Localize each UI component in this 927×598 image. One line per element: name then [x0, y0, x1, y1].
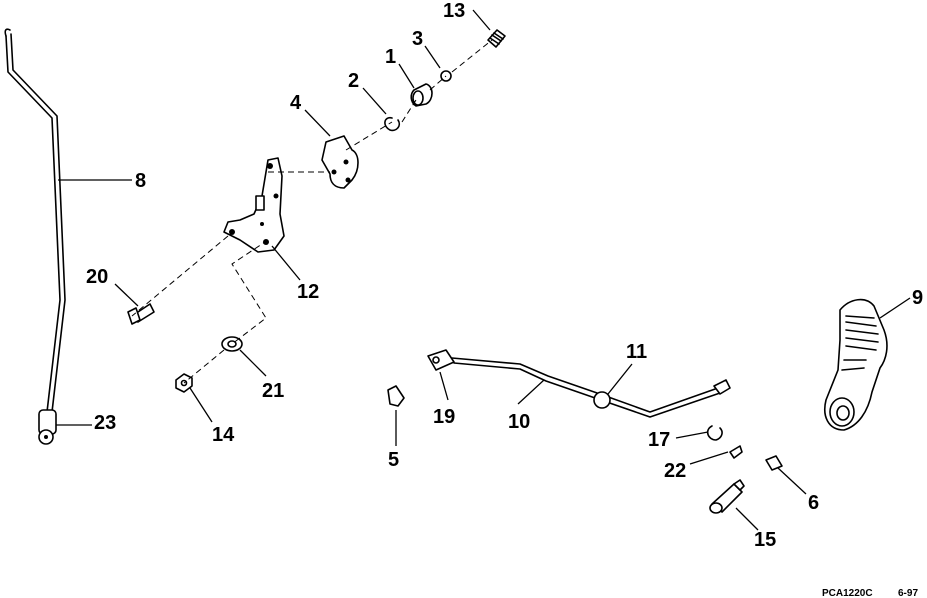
callout-1: 1: [385, 46, 396, 68]
pin-22: [729, 445, 743, 459]
e-ring-17: [706, 425, 723, 441]
callout-10: 10: [508, 411, 530, 433]
callout-21: 21: [262, 380, 284, 402]
callout-4: 4: [290, 92, 302, 114]
callout-11: 11: [626, 341, 647, 363]
callout-23: 23: [94, 412, 116, 434]
callout-17: 17: [648, 429, 670, 451]
callout-20: 20: [86, 266, 108, 288]
diagram-code: PCA1220C: [822, 588, 873, 598]
callout-15: 15: [754, 529, 776, 551]
assembly-lines: [131, 39, 493, 384]
clip-5: [387, 385, 405, 407]
shift-handle-9: [824, 298, 888, 431]
leader-lines: [56, 9, 911, 531]
cam-plate-4: [321, 135, 359, 189]
callout-labels: 13 3 1 2 4 8 12 20 21 14 23 5 19 10 11 1…: [86, 0, 923, 551]
callout-6: 6: [808, 492, 819, 514]
diagram-date: 6-97: [898, 588, 918, 598]
callout-14: 14: [212, 424, 235, 446]
grommet-11: [593, 391, 611, 409]
callout-3: 3: [412, 28, 423, 50]
callout-5: 5: [388, 449, 399, 471]
screw-13: [487, 29, 506, 48]
callout-22: 22: [664, 460, 686, 482]
callout-8: 8: [135, 170, 146, 192]
clip-2: [384, 116, 401, 132]
spring-15: [709, 479, 745, 514]
callout-13: 13: [443, 0, 465, 22]
shift-rod-10: [427, 349, 731, 418]
callout-2: 2: [348, 70, 359, 92]
throttle-link-rod: [4, 28, 66, 445]
callout-12: 12: [297, 281, 319, 303]
clip-6: [765, 455, 783, 471]
callout-9: 9: [912, 287, 923, 309]
bracket-12: [223, 157, 285, 253]
bolt-20: [127, 303, 155, 325]
callout-19: 19: [433, 406, 455, 428]
